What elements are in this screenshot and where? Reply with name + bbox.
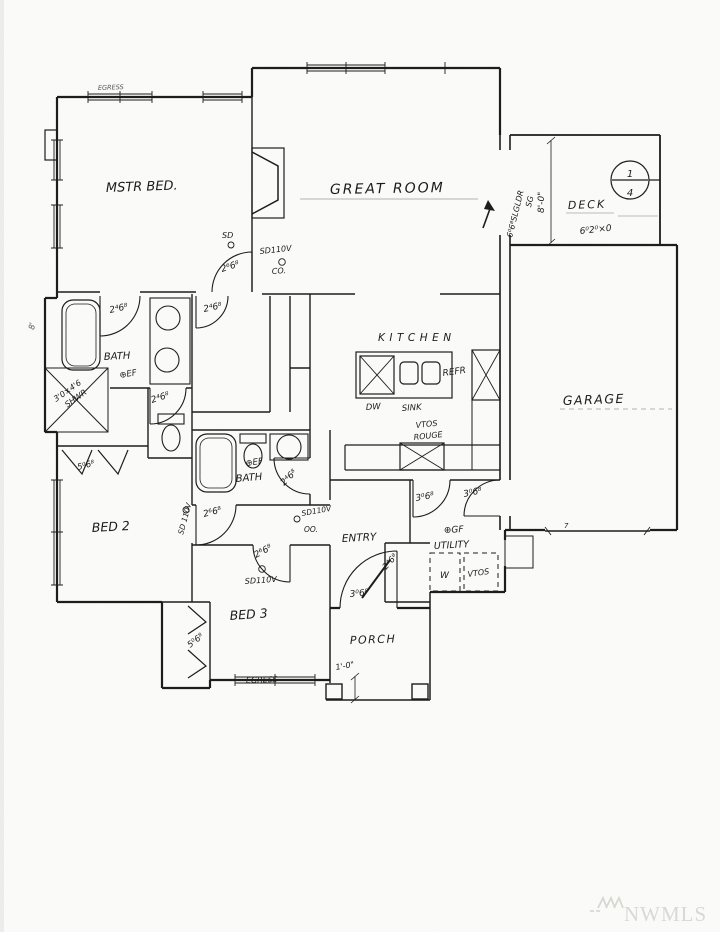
sheet-ref-symbol	[610, 160, 660, 200]
note-co-great: CO.	[272, 266, 287, 276]
note-egress-bed3: EGRESS	[246, 675, 278, 685]
refrigerator-label: REFR	[442, 366, 467, 379]
washer-box	[429, 552, 461, 592]
main-bath-tub	[195, 433, 237, 493]
note-sd-master: SD	[222, 231, 233, 240]
side-stoop	[504, 535, 534, 569]
sheet-ref-numerator: 1	[627, 169, 633, 180]
north-arrow	[482, 200, 495, 229]
room-label-kitchen: KITCHEN	[378, 332, 456, 344]
note-sd-bed3: SD110V	[245, 575, 278, 586]
sink-label: SINK	[402, 403, 424, 414]
room-label-entry: ENTRY	[342, 531, 379, 545]
exterior-walls	[43, 66, 679, 690]
room-label-garage: GARAGE	[563, 391, 626, 408]
windows	[51, 62, 651, 686]
left-wall-dim: 8'	[27, 322, 37, 331]
range-counter	[344, 442, 500, 471]
dryer-vent-label: VTOS	[467, 567, 490, 579]
wall-niche	[44, 129, 58, 161]
fan-main-bath-label: ⊕EF	[245, 457, 264, 469]
closet-doors	[61, 449, 207, 679]
porch-dim-line	[350, 672, 360, 704]
label-underlines	[300, 198, 672, 410]
porch-offset-dim: 1'-0"	[335, 660, 355, 672]
gfi-utility-label: ⊕GF	[444, 525, 465, 536]
master-toilet	[157, 413, 185, 452]
door-label-wic: 2⁴6⁸	[203, 301, 224, 315]
room-label-main-bath: BATH	[235, 472, 263, 485]
refrigerator	[471, 349, 501, 470]
note-egress-master: EGRESS	[98, 83, 124, 92]
note-co-hall: OO.	[304, 525, 318, 534]
door-label-front: 3⁰6⁸	[349, 588, 369, 600]
deck-depth-dim-group: 8'-0"	[537, 192, 547, 213]
dishwasher-label: DW	[366, 402, 382, 413]
smoke-detector-symbols	[182, 241, 301, 573]
range-vent-label-2: ROUGE	[413, 430, 444, 442]
room-label-master-bath: BATH	[104, 351, 132, 363]
master-shower	[44, 367, 109, 433]
deck-size-dim: 6⁰2⁰×0	[579, 224, 612, 237]
garage-door-dim: 7	[564, 522, 569, 530]
nwmls-watermark: NWMLS	[590, 895, 707, 926]
door-label-utility-hall: 3⁰6⁸	[415, 491, 436, 504]
room-label-bed3: BED 3	[229, 605, 268, 623]
porch-post	[325, 683, 343, 700]
fireplace	[251, 147, 285, 219]
porch-post	[411, 683, 429, 700]
range-vent-label-1: VTOS	[415, 419, 438, 430]
deck-depth-dim: 8'-0"	[537, 192, 547, 213]
door-label-master-bath: 2⁴6⁸	[109, 302, 130, 316]
left-wall-dim-group: 8'	[27, 322, 37, 331]
door-label-bed2: 2⁶6⁸	[202, 505, 223, 520]
kitchen-counter	[355, 351, 453, 399]
room-label-master-bed: MSTR BED.	[106, 178, 178, 195]
room-label-great-room: GREAT ROOM	[330, 180, 445, 198]
main-bath-sink	[269, 433, 309, 461]
door-label-utility-garage: 3⁰6⁸	[463, 486, 484, 500]
washer-label: W	[440, 571, 450, 581]
deck-dim-line	[546, 136, 556, 247]
master-vanity	[149, 297, 191, 385]
slider-glass-label: SG	[524, 195, 535, 208]
note-sd-great: SD110V	[259, 244, 292, 256]
nwmls-watermark-text: NWMLS	[624, 902, 707, 926]
fan-master-bath-label: ⊕EF	[119, 368, 138, 381]
porch-walls	[325, 592, 431, 701]
sheet-ref-denominator: 4	[627, 188, 633, 199]
page-edge-shadow	[0, 0, 4, 932]
main-bath-toilet	[239, 433, 267, 469]
nwmls-logo-icon	[590, 895, 624, 912]
room-label-porch: PORCH	[350, 632, 397, 647]
room-label-utility: UTILITY	[434, 539, 471, 552]
door-label-bed2-closet: 5⁰6⁸	[76, 459, 96, 473]
room-label-deck: DECK	[568, 198, 607, 212]
room-label-bed2: BED 2	[91, 518, 130, 535]
master-tub	[61, 299, 101, 371]
doors	[99, 251, 501, 609]
